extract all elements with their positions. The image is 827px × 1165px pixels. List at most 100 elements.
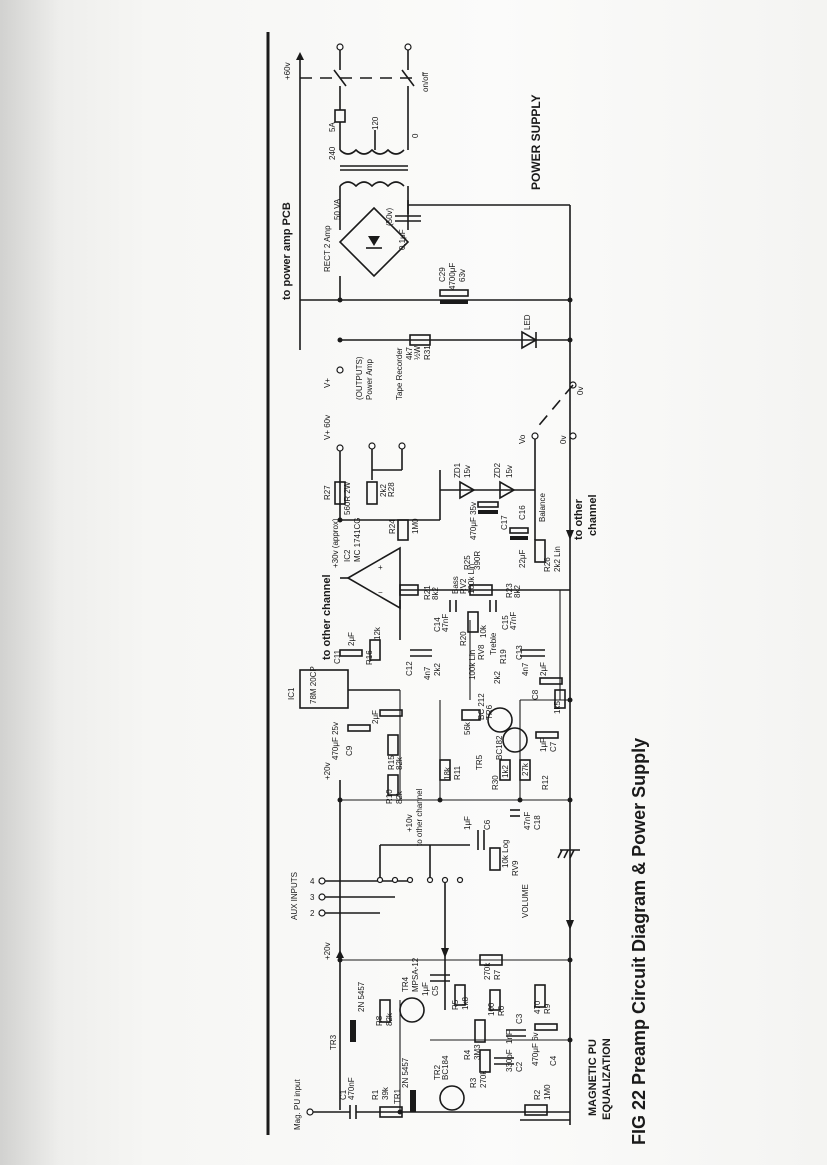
svg-text:1μF: 1μF [421,982,430,996]
svg-text:C7: C7 [549,741,558,752]
svg-text:R19: R19 [499,649,508,664]
svg-text:Vo: Vo [518,434,527,444]
tr3-jfet [350,1020,356,1042]
svg-text:R1: R1 [371,1089,380,1100]
svg-text:8k2: 8k2 [513,585,522,598]
svg-text:560R 2W: 560R 2W [343,481,352,515]
svg-text:RV9: RV9 [511,860,520,876]
svg-text:0v: 0v [576,387,585,395]
svg-text:C18: C18 [533,815,542,830]
zd2-zener [499,480,516,500]
c9-capacitor [347,724,371,732]
svg-text:39k: 39k [381,1086,390,1100]
svg-text:C3: C3 [515,1013,524,1024]
svg-text:Balance: Balance [538,493,547,522]
svg-text:R3: R3 [469,1077,478,1088]
svg-text:MC 1741CG: MC 1741CG [353,518,362,562]
svg-text:15v: 15v [505,465,514,478]
svg-text:47nF: 47nF [441,614,450,632]
svg-text:R21: R21 [423,585,432,600]
r10-resistor [387,774,399,796]
svg-text:0: 0 [411,133,420,138]
svg-text:R28: R28 [387,482,396,497]
svg-text:Mag. PU input: Mag. PU input [293,1079,302,1130]
c17-capacitor [477,501,499,508]
svg-text:4n7: 4n7 [521,662,530,676]
svg-text:100k Lin: 100k Lin [467,564,476,594]
svg-text:(OUTPUTS): (OUTPUTS) [355,356,364,400]
svg-text:0.1μF: 0.1μF [398,229,407,250]
svg-text:63v: 63v [458,269,467,282]
r15-resistor [387,734,399,756]
svg-text:1k5: 1k5 [553,701,562,714]
svg-text:C8: C8 [531,689,540,700]
svg-text:18k: 18k [443,766,452,780]
svg-text:(50v): (50v) [385,207,394,226]
svg-text:10k: 10k [479,624,488,638]
svg-text:C2: C2 [515,1061,524,1072]
svg-text:2k2: 2k2 [493,671,502,684]
c16-capacitor [509,527,529,534]
svg-text:R26: R26 [543,557,552,572]
svg-text:BC182: BC182 [495,735,504,760]
c29-capacitor [439,289,469,297]
svg-text:R24: R24 [388,519,397,534]
svg-text:R30: R30 [491,775,500,790]
svg-text:R25: R25 [463,555,472,570]
r20-resistor [467,611,479,633]
transformer-primary [339,148,405,155]
svg-text:120: 120 [371,116,380,130]
r21-resistor [399,584,419,596]
svg-text:+20v: +20v [323,762,332,780]
svg-text:EQUALIZATION: EQUALIZATION [601,1038,613,1120]
svg-text:47nF: 47nF [509,612,518,630]
svg-text:470μF 35v: 470μF 35v [469,502,478,540]
svg-text:470nF: 470nF [347,1077,356,1100]
svg-text:4k7: 4k7 [405,347,414,360]
svg-text:TR3: TR3 [329,1034,338,1050]
svg-text:AUX INPUTS: AUX INPUTS [290,872,299,920]
rv9-volume-pot [489,847,501,871]
svg-text:C14: C14 [433,617,442,632]
c11-capacitor [339,649,363,657]
svg-text:TR1: TR1 [393,1088,402,1104]
svg-text:50 VA: 50 VA [333,198,342,220]
svg-text:RV2: RV2 [459,578,468,594]
svg-text:R23: R23 [505,583,514,598]
svg-text:V+ 60v: V+ 60v [323,415,332,440]
r5-resistor [454,984,466,1006]
svg-text:IC1: IC1 [287,687,296,700]
svg-text:C1: C1 [339,1089,348,1100]
r9-resistor [534,984,546,1008]
to-power-amp-label: to power amp PCB [281,202,293,300]
svg-text:TR2: TR2 [433,1064,442,1080]
svg-text:22μF: 22μF [518,549,527,568]
svg-text:channel: channel [587,494,599,536]
svg-text:C29: C29 [438,267,447,282]
svg-text:VOLUME: VOLUME [521,884,530,918]
svg-text:R8: R8 [375,1015,384,1026]
svg-text:2N 5457: 2N 5457 [401,1057,410,1088]
svg-text:2μF: 2μF [371,710,380,724]
svg-text:R16: R16 [365,650,374,665]
svg-text:LED: LED [523,314,532,330]
svg-text:8k2: 8k2 [431,587,440,600]
svg-text:Treble: Treble [489,632,498,655]
svg-text:27k: 27k [521,762,530,776]
svg-text:to other: to other [573,498,585,540]
transformer-secondary [339,181,405,188]
svg-text:2: 2 [310,909,315,918]
svg-text:1k2: 1k2 [501,765,510,778]
r26-balance-pot [534,539,546,563]
svg-text:82k: 82k [385,1012,394,1026]
svg-text:270k: 270k [479,1070,488,1088]
tr1-jfet [410,1090,416,1112]
on-off-label: on/off [421,71,430,92]
svg-text:1k8: 1k8 [461,997,470,1010]
svg-text:2k2: 2k2 [433,663,442,676]
svg-text:2k2 Lin: 2k2 Lin [553,546,562,572]
svg-text:Power Amp: Power Amp [365,359,374,400]
svg-text:1M0: 1M0 [411,518,420,534]
svg-text:3: 3 [310,893,315,902]
svg-text:C12: C12 [405,661,414,676]
